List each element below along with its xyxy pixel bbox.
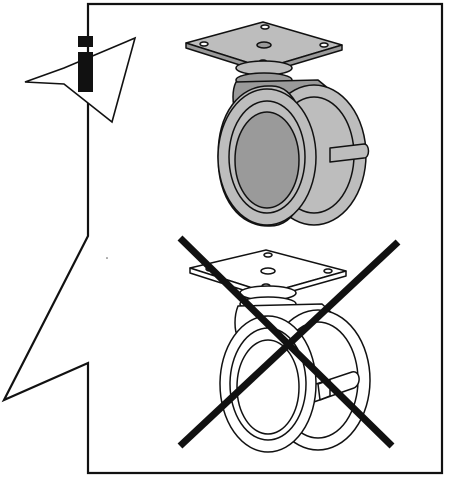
cross-out-x-icon — [177, 235, 401, 449]
info-i-icon — [24, 36, 137, 124]
speck-mark — [106, 257, 108, 259]
caster-wheel-icon — [185, 21, 370, 227]
